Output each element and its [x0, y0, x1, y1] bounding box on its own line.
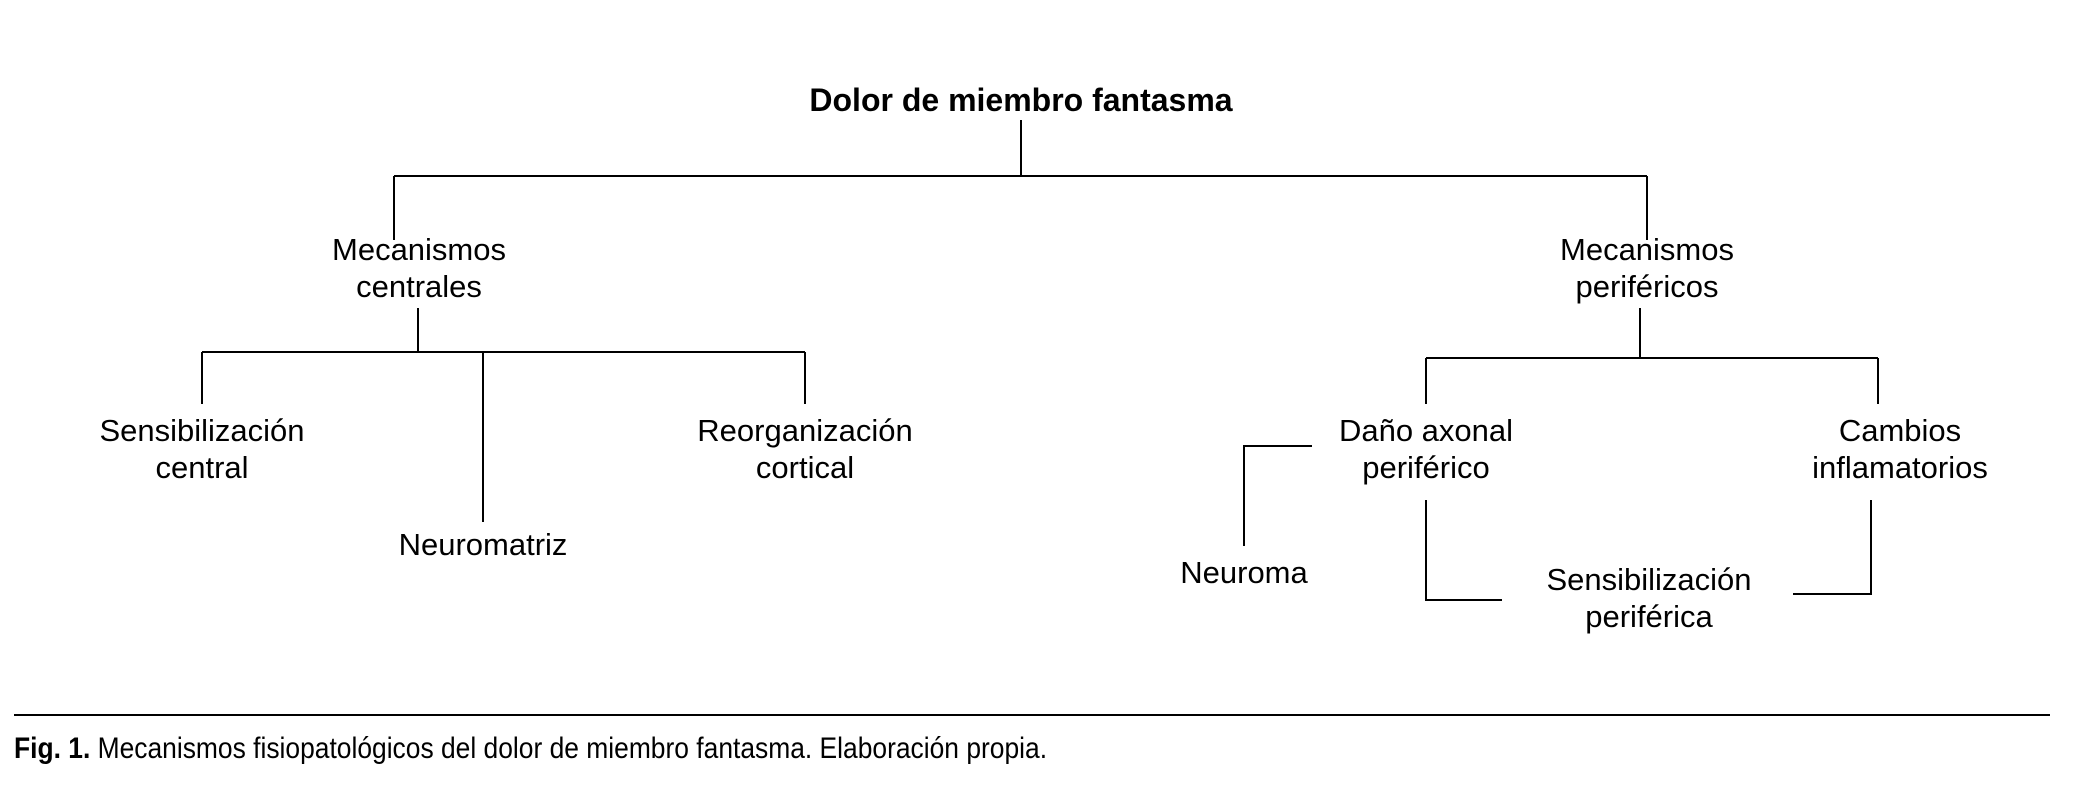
- node-reorganizacion-cortical: Reorganización cortical: [697, 413, 913, 485]
- node-neuromatriz: Neuromatriz: [398, 527, 568, 562]
- figure-caption: Fig. 1. Mecanismos fisiopatológicos del …: [14, 731, 1809, 767]
- node-root: Dolor de miembro fantasma: [809, 82, 1233, 118]
- node-mecanismos-centrales: Mecanismos centrales: [332, 232, 506, 304]
- node-cambios-inflamatorios: Cambios inflamatorios: [1812, 413, 1988, 485]
- node-sensibilizacion-central: Sensibilización central: [99, 413, 305, 485]
- node-mecanismos-perifericos: Mecanismos periféricos: [1560, 232, 1734, 304]
- caption-divider: [14, 714, 2050, 716]
- node-neuroma: Neuroma: [1180, 555, 1308, 590]
- caption-text: Mecanismos fisiopatológicos del dolor de…: [90, 732, 1048, 765]
- caption-prefix: Fig. 1.: [14, 732, 91, 765]
- node-sensibilizacion-periferica: Sensibilización periférica: [1546, 562, 1752, 634]
- node-dano-axonal-periferico: Daño axonal periférico: [1338, 413, 1514, 485]
